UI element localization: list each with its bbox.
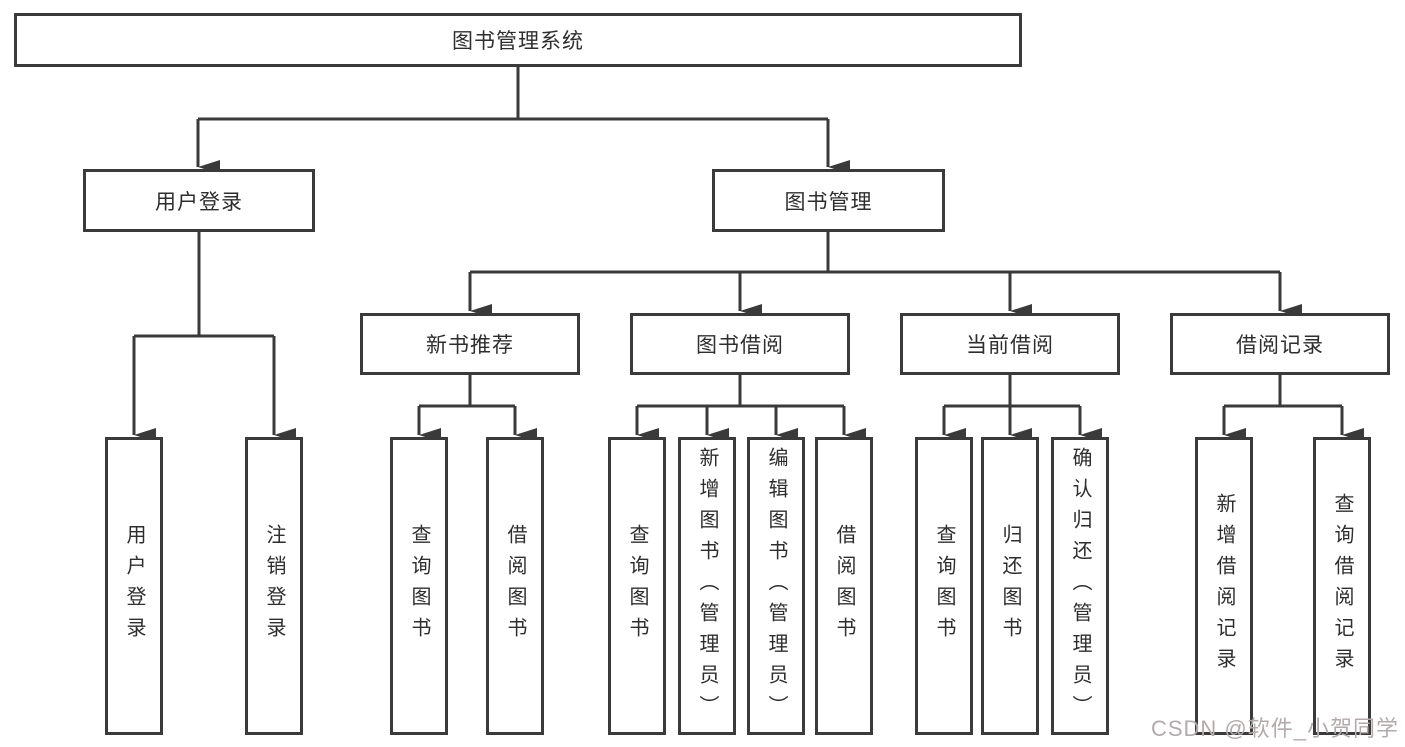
leaf-return-books-label: 归还图书 (999, 524, 1021, 648)
node-new-book-recommend-label: 新书推荐 (426, 334, 514, 357)
leaf-add-borrow-record-label: 新增借阅记录 (1213, 493, 1235, 679)
leaf-query-borrow-record: 查询借阅记录 (1313, 437, 1371, 735)
leaf-query-books-label: 查询图书 (933, 524, 955, 648)
node-current-borrow-label: 当前借阅 (966, 334, 1054, 357)
node-book-manage-label: 图书管理 (784, 190, 873, 214)
node-borrow-record: 借阅记录 (1170, 313, 1390, 375)
node-current-borrow: 当前借阅 (900, 313, 1120, 375)
leaf-borrow-books: 借阅图书 (815, 437, 873, 735)
node-user-login: 用户登录 (83, 169, 315, 232)
leaf-borrow-books-label: 借阅图书 (504, 524, 526, 648)
leaf-logout: 注销登录 (245, 437, 303, 735)
leaf-confirm-return-admin: 确认归还（管理员） (1051, 437, 1109, 735)
leaf-user-login: 用户登录 (105, 437, 163, 735)
leaf-confirm-return-admin-label: 确认归还（管理员） (1069, 446, 1091, 726)
leaf-edit-books-admin: 编辑图书（管理员） (747, 437, 805, 735)
leaf-logout-label: 注销登录 (263, 524, 285, 648)
leaf-query-books-label: 查询图书 (408, 524, 430, 648)
leaf-borrow-books-label: 借阅图书 (833, 524, 855, 648)
leaf-query-borrow-record-label: 查询借阅记录 (1331, 493, 1353, 679)
leaf-query-books: 查询图书 (915, 437, 973, 735)
watermark: CSDN @软件_小贺同学 (1150, 716, 1399, 741)
node-book-borrow: 图书借阅 (630, 313, 850, 375)
node-user-login-label: 用户登录 (155, 190, 243, 214)
node-root-system: 图书管理系统 (14, 13, 1022, 67)
leaf-add-books-admin-label: 新增图书（管理员） (696, 446, 718, 726)
leaf-borrow-books: 借阅图书 (486, 437, 544, 735)
leaf-return-books: 归还图书 (981, 437, 1039, 735)
leaf-query-books-label: 查询图书 (626, 524, 648, 648)
node-new-book-recommend: 新书推荐 (360, 313, 580, 375)
leaf-edit-books-admin-label: 编辑图书（管理员） (765, 446, 787, 726)
leaf-add-books-admin: 新增图书（管理员） (678, 437, 736, 735)
node-root-label: 图书管理系统 (452, 30, 584, 53)
leaf-query-books: 查询图书 (608, 437, 666, 735)
node-book-borrow-label: 图书借阅 (696, 334, 784, 357)
node-borrow-record-label: 借阅记录 (1236, 334, 1324, 357)
leaf-add-borrow-record: 新增借阅记录 (1195, 437, 1253, 735)
leaf-user-login-label: 用户登录 (123, 524, 145, 648)
leaf-query-books: 查询图书 (390, 437, 448, 735)
node-book-manage: 图书管理 (712, 169, 945, 232)
